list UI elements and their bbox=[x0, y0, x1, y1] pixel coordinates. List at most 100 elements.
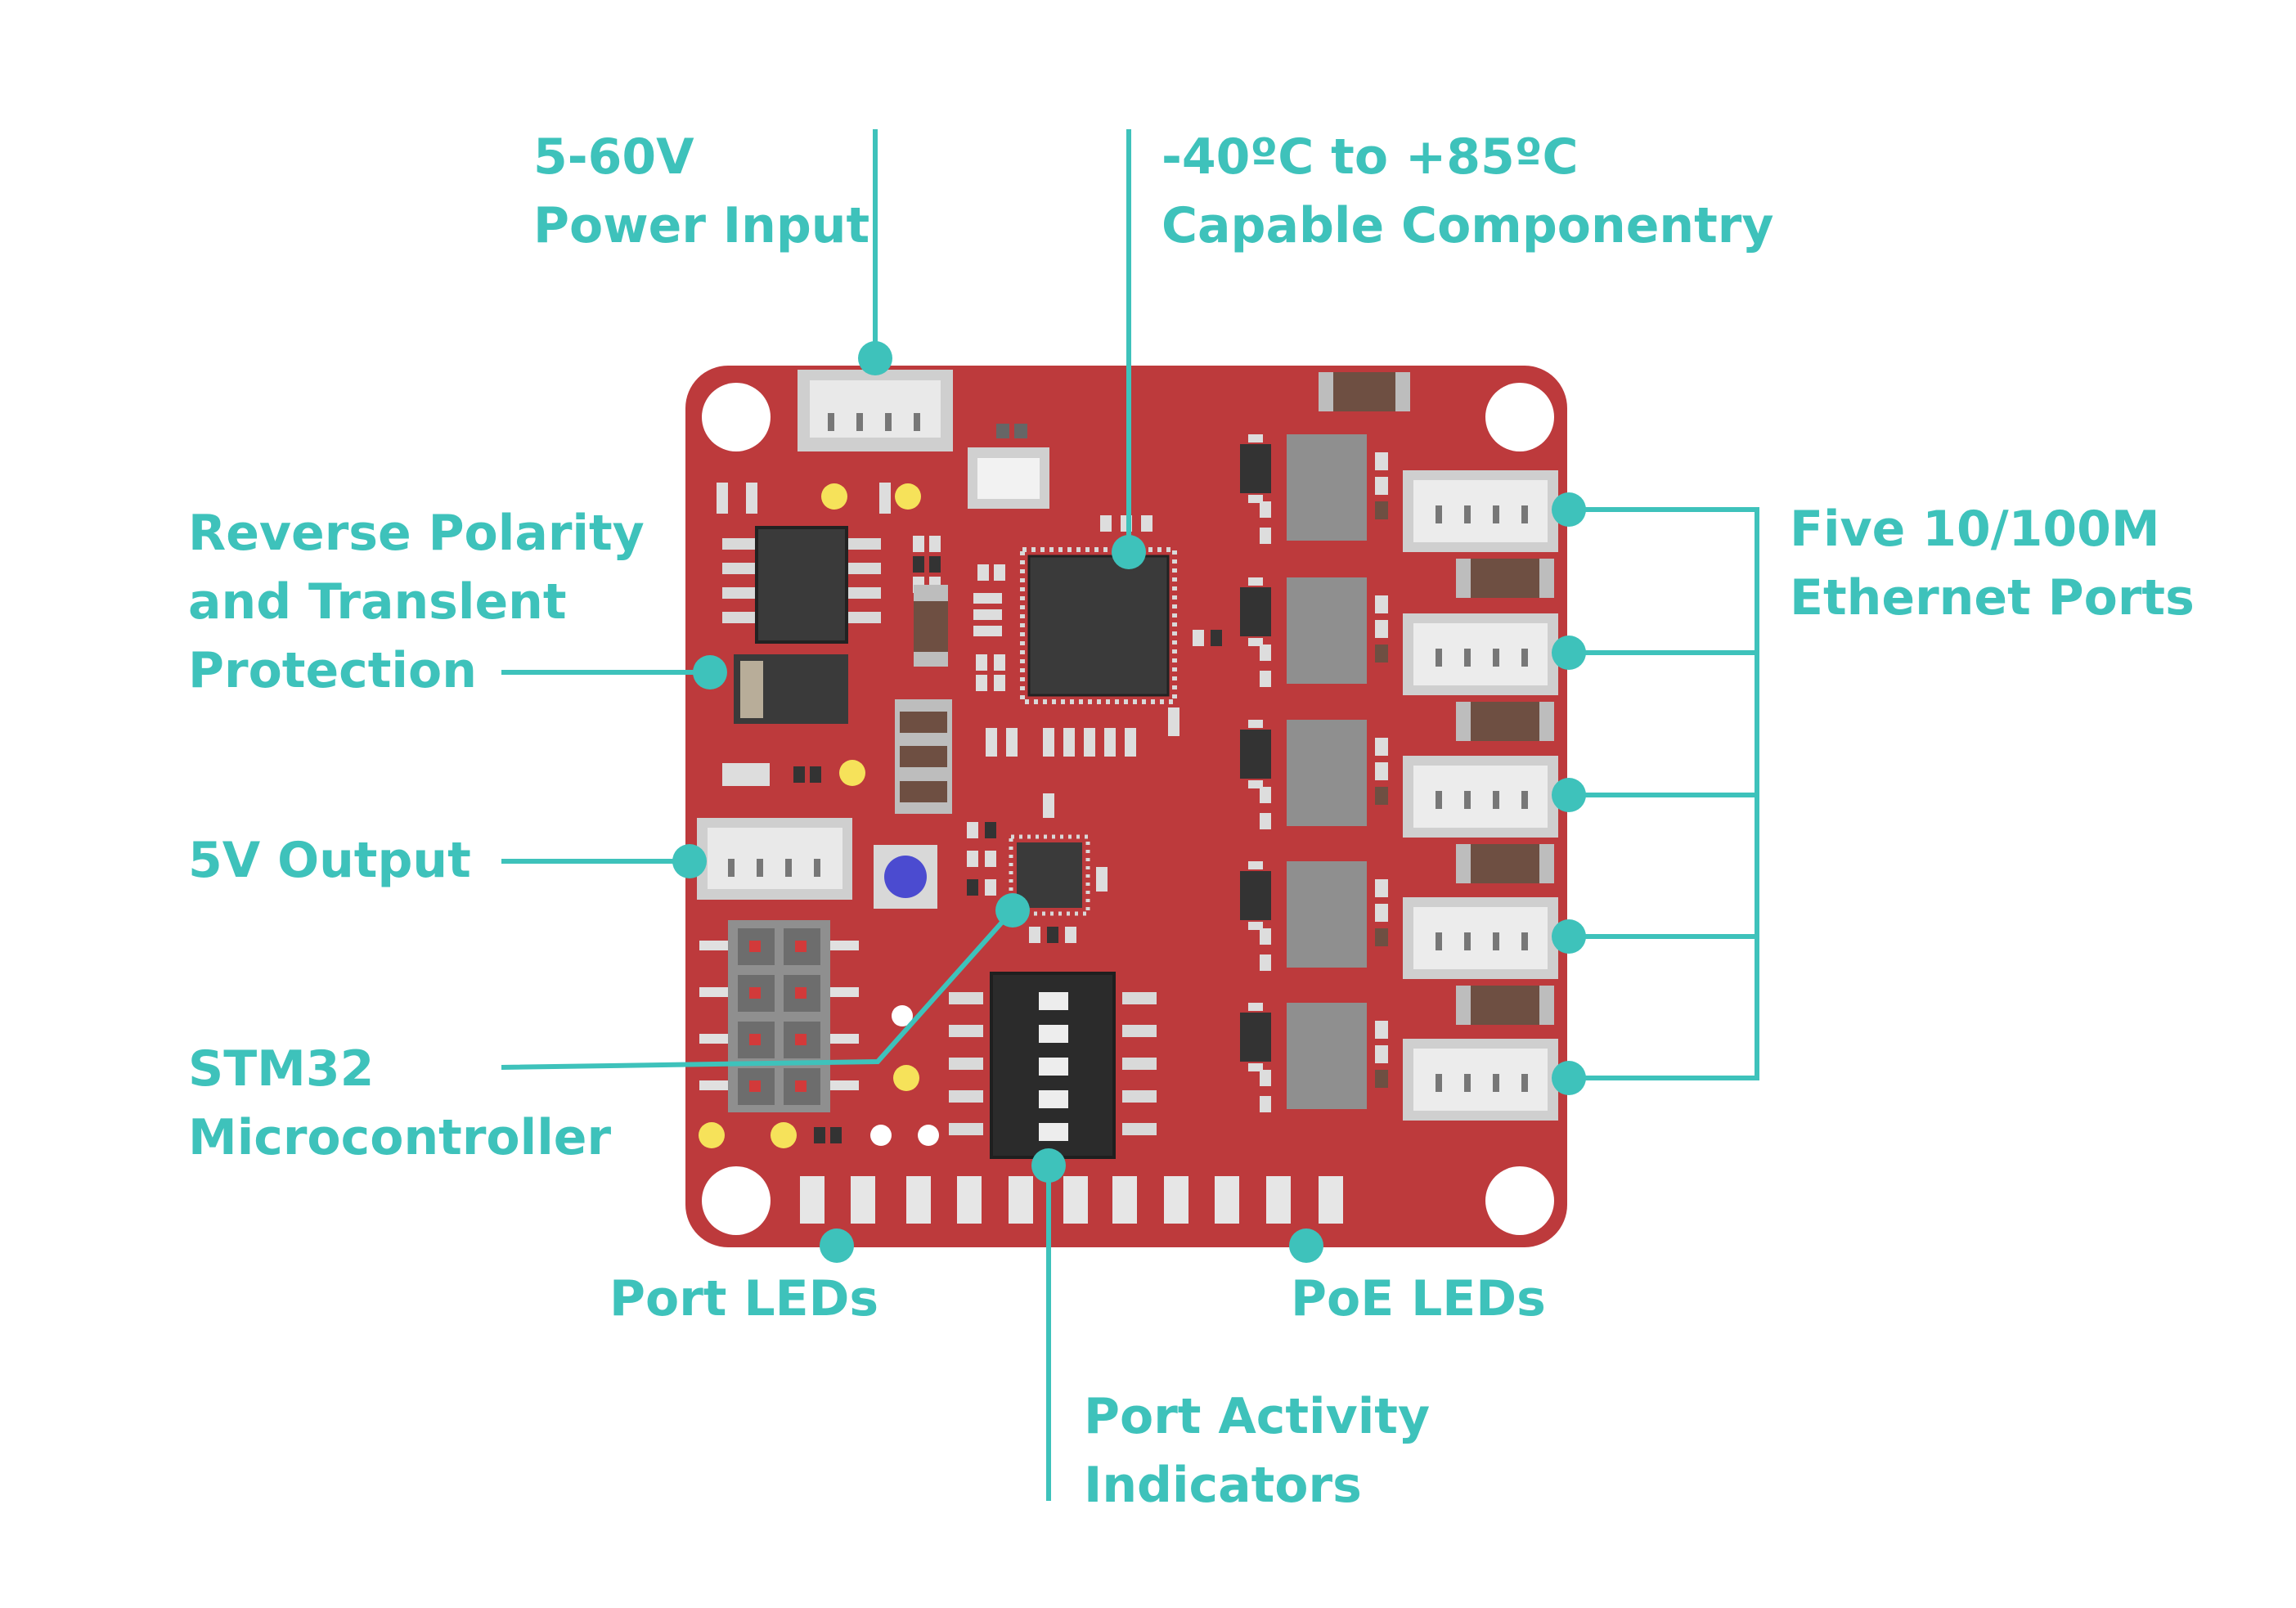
led-white bbox=[918, 1125, 939, 1146]
callout-dot-ethernet-5 bbox=[1552, 1061, 1586, 1095]
ethernet-phy-pad bbox=[1248, 922, 1263, 930]
ethernet-resistor bbox=[1375, 1045, 1388, 1063]
ethernet-port-pin bbox=[1493, 505, 1499, 523]
ethernet-transformer bbox=[1287, 434, 1367, 541]
label-output-5v-line1: 5V Output bbox=[188, 832, 471, 889]
label-ethernet-line2: Ethernet Ports bbox=[1790, 569, 2195, 627]
ethernet-resistor bbox=[1375, 879, 1388, 897]
ethernet-transformer bbox=[1287, 1003, 1367, 1109]
label-reverse-polarity-line3: Protection bbox=[188, 642, 477, 699]
label-stm32-line2: Microcontroller bbox=[188, 1109, 612, 1166]
ethernet-resistor bbox=[1375, 595, 1388, 613]
ethernet-port-column bbox=[1240, 434, 1558, 1121]
ethernet-port-pin bbox=[1464, 1074, 1471, 1092]
callout-dot-poe-leds bbox=[1289, 1228, 1323, 1263]
ethernet-resistor-band bbox=[1471, 702, 1539, 741]
led-yellow bbox=[893, 1065, 919, 1091]
ethernet-resistor bbox=[1375, 452, 1388, 470]
ethernet-port-pin bbox=[1436, 791, 1442, 809]
label-poe-leds-line1: PoE LEDs bbox=[1291, 1270, 1546, 1327]
led-yellow bbox=[821, 483, 847, 510]
ethernet-phy-pad bbox=[1248, 1003, 1263, 1011]
ethernet-resistor-band bbox=[1471, 559, 1539, 598]
label-activity-line1: Port Activity bbox=[1084, 1388, 1431, 1445]
ethernet-port-pin bbox=[1436, 932, 1442, 950]
callout-dot-power bbox=[858, 341, 892, 375]
ethernet-resistor bbox=[1260, 928, 1271, 945]
callout-dots bbox=[672, 341, 1586, 1263]
label-activity-line2: Indicators bbox=[1084, 1457, 1362, 1514]
led-white bbox=[892, 1005, 913, 1026]
led-yellow bbox=[895, 483, 921, 510]
ethernet-port-pin bbox=[1521, 1074, 1528, 1092]
ethernet-resistor bbox=[1375, 762, 1388, 780]
callout-line-stm32 bbox=[501, 909, 1015, 1070]
activity-indicator-block bbox=[949, 972, 1157, 1159]
reset-button-cap bbox=[884, 856, 927, 898]
ethernet-resistor bbox=[1375, 477, 1388, 495]
ethernet-resistor bbox=[1260, 1096, 1271, 1112]
ethernet-phy-pad bbox=[1248, 434, 1263, 442]
callout-dot-stm32 bbox=[995, 893, 1030, 928]
ethernet-phy-pad bbox=[1248, 577, 1263, 586]
callout-dot-temperature bbox=[1112, 535, 1146, 569]
protection-ic bbox=[722, 526, 881, 644]
ethernet-resistor bbox=[1375, 1021, 1388, 1039]
led-yellow bbox=[699, 1122, 725, 1148]
ethernet-capacitor bbox=[1375, 787, 1388, 805]
ethernet-capacitor bbox=[1375, 645, 1388, 663]
callout-dot-5v bbox=[672, 844, 707, 878]
mounting-hole-bottom-left bbox=[702, 1166, 771, 1235]
ethernet-port-pin bbox=[1464, 649, 1471, 667]
mounting-hole-top-left bbox=[702, 383, 771, 451]
label-output-5v: 5V Output bbox=[188, 826, 471, 895]
ethernet-phy-pad bbox=[1248, 495, 1263, 503]
ethernet-resistor-band bbox=[1471, 844, 1539, 883]
label-ethernet-line1: Five 10/100M bbox=[1790, 501, 2160, 558]
pin-header bbox=[699, 920, 859, 1112]
ethernet-phy-chip bbox=[1240, 730, 1271, 779]
ethernet-port-pin bbox=[1493, 649, 1499, 667]
label-stm32: STM32 Microcontroller bbox=[188, 1035, 611, 1172]
led-yellow bbox=[839, 760, 865, 786]
label-reverse-polarity-line1: Reverse Polarity bbox=[188, 505, 645, 562]
label-temperature-line2: Capable Componentry bbox=[1161, 197, 1774, 254]
callout-lines bbox=[501, 129, 1759, 1501]
callout-dot-ethernet-3 bbox=[1552, 778, 1586, 812]
led-white bbox=[870, 1125, 892, 1146]
ethernet-resistor bbox=[1260, 528, 1271, 544]
label-temperature: -40ºC to +85ºC Capable Componentry bbox=[1161, 123, 1774, 260]
ethernet-resistor bbox=[1260, 1070, 1271, 1086]
led-yellow bbox=[771, 1122, 797, 1148]
callout-dot-port-leds bbox=[820, 1228, 854, 1263]
ethernet-port-pin bbox=[1436, 1074, 1442, 1092]
ethernet-phy-chip bbox=[1240, 444, 1271, 493]
ethernet-port-pin bbox=[1493, 1074, 1499, 1092]
label-port-leds-line1: Port LEDs bbox=[609, 1270, 879, 1327]
callout-dot-ethernet-1 bbox=[1552, 492, 1586, 527]
ethernet-resistor bbox=[1260, 787, 1271, 803]
ethernet-port-pin bbox=[1521, 505, 1528, 523]
ethernet-resistor bbox=[1260, 501, 1271, 518]
label-reverse-polarity: Reverse Polarity and Translent Protectio… bbox=[188, 499, 645, 705]
ethernet-transformer bbox=[1287, 861, 1367, 968]
label-activity: Port Activity Indicators bbox=[1084, 1382, 1430, 1520]
ethernet-transformer bbox=[1287, 577, 1367, 684]
label-poe-leds: PoE LEDs bbox=[1291, 1264, 1546, 1333]
label-ethernet: Five 10/100M Ethernet Ports bbox=[1790, 495, 2195, 632]
ethernet-transformer bbox=[1287, 720, 1367, 826]
ethernet-port-pin bbox=[1436, 649, 1442, 667]
label-power-input-line1: 5-60V bbox=[533, 128, 694, 186]
ethernet-resistor bbox=[1260, 813, 1271, 829]
ethernet-resistor bbox=[1375, 620, 1388, 638]
label-power-input-line2: Power Input bbox=[533, 197, 870, 254]
label-stm32-line1: STM32 bbox=[188, 1040, 375, 1098]
bottom-led-row bbox=[800, 1176, 1343, 1224]
ethernet-phy-chip bbox=[1240, 587, 1271, 636]
main-ethernet-chip bbox=[1020, 547, 1177, 704]
ethernet-resistor bbox=[1375, 738, 1388, 756]
ethernet-port-pin bbox=[1464, 791, 1471, 809]
ethernet-resistor-band bbox=[1471, 986, 1539, 1025]
mounting-hole-bottom-right bbox=[1485, 1166, 1554, 1235]
